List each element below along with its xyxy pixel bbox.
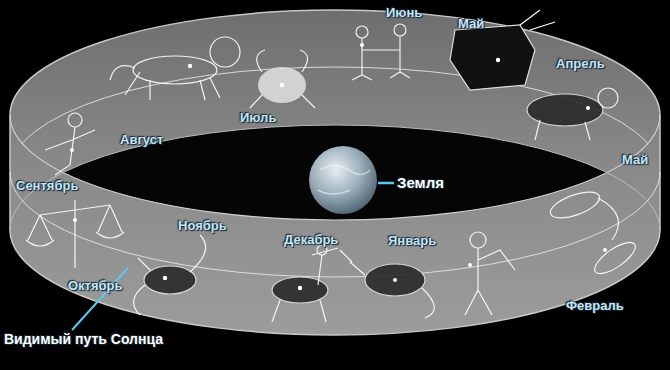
libra-figure [26,200,124,268]
month-label: Август [120,132,163,147]
virgo-figure [45,113,95,175]
month-label: Ноябрь [178,218,227,233]
month-label: Декабрь [284,232,338,247]
month-label: Январь [388,233,436,248]
zodiac-band [10,10,660,335]
aquarius-figure [465,232,515,315]
aries-figure [527,88,618,140]
sagittarius-figure [272,245,338,322]
month-label: Сентябрь [16,178,78,193]
month-label: Май [622,152,648,167]
ecliptic-line [10,67,660,277]
scorpio-figure [134,235,206,315]
earth-label: Земля [397,174,444,191]
pisces-figure [547,187,640,279]
band-rim [10,125,660,230]
taurus-figure [450,10,555,90]
month-label: Февраль [566,298,624,313]
earth-globe [309,146,377,214]
capricorn-figure [340,250,434,318]
sun-path-label: Видимый путь Солнца [4,331,164,348]
month-label: Май [458,16,484,31]
month-label: Апрель [556,56,605,71]
ring-interior [10,125,660,335]
constellation-figures [26,10,640,322]
cancer-figure [250,50,315,108]
band-rim [10,115,660,220]
leader-line [378,182,394,185]
leo-figure [110,37,240,100]
leader-line [72,268,128,330]
earth-cloud-texture [318,165,370,194]
gemini-figure [352,24,410,80]
month-label: Июнь [386,5,422,20]
month-label: Октябрь [68,278,123,293]
month-label: Июль [240,110,276,125]
star-dots [70,43,607,290]
